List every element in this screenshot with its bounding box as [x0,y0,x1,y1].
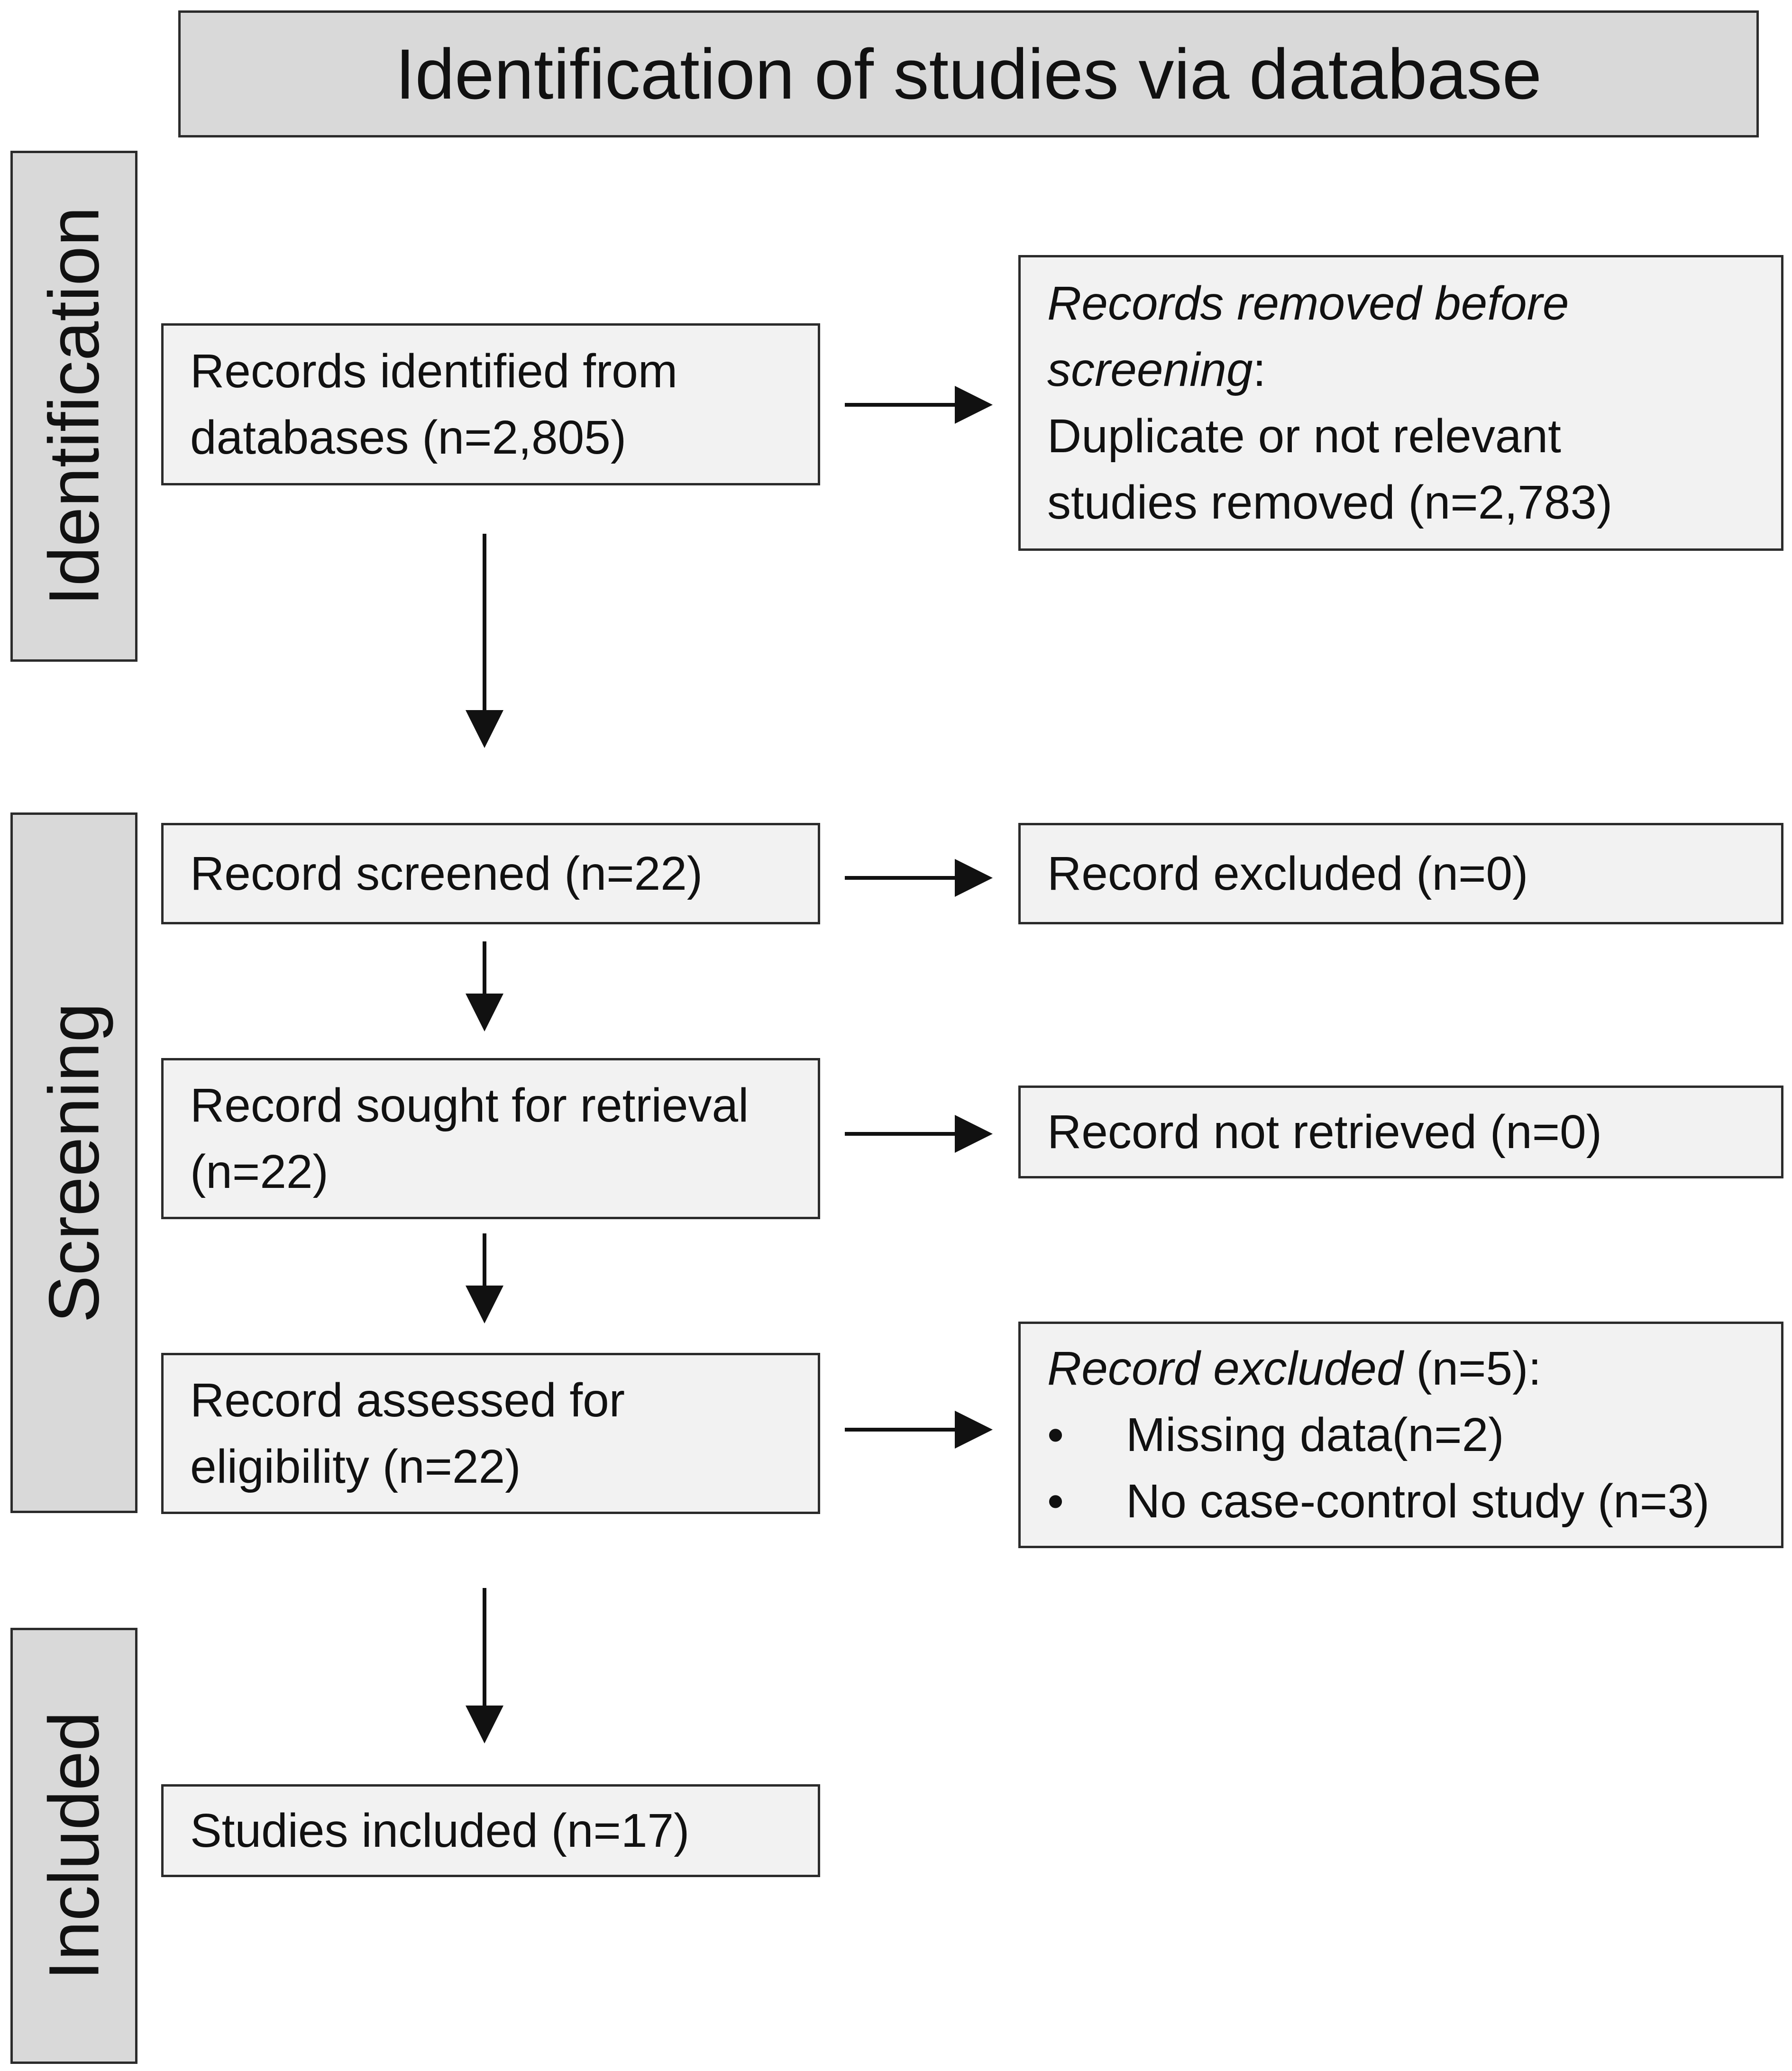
exclusion-reason-item: • No case-control study (n=3) [1047,1468,1755,1534]
exclusion-reason-no-case-control: No case-control study (n=3) [1126,1475,1710,1528]
bullet-icon: • [1047,1475,1064,1528]
box-record-not-retrieved: Record not retrieved (n=0) [1018,1086,1783,1178]
box-record-excluded-eligibility: Record excluded (n=5): • Missing data(n=2… [1018,1322,1783,1548]
record-excluded-screen-text: Record excluded (n=0) [1047,847,1528,900]
box-record-excluded-screen: Record excluded (n=0) [1018,823,1783,924]
records-removed-line4: studies removed (n=2,783) [1047,476,1613,529]
record-excluded-eligibility-heading-rest: (n=5): [1403,1342,1542,1395]
box-record-sought: Record sought for retrieval (n=22) [161,1058,820,1219]
record-sought-line2: (n=22) [190,1145,329,1198]
studies-included-text: Studies included (n=17) [190,1804,690,1857]
records-removed-heading-italic: screening [1047,343,1253,396]
record-assessed-line1: Record assessed for [190,1374,625,1427]
diagram-title: Identification of studies via database [178,10,1759,137]
record-sought-line1: Record sought for retrieval [190,1079,749,1132]
record-excluded-eligibility-heading-italic: Record excluded [1047,1342,1403,1395]
stage-screening: Screening [10,812,137,1513]
exclusion-reason-missing-data: Missing data(n=2) [1126,1408,1504,1461]
record-excluded-eligibility-heading: Record excluded (n=5): [1047,1335,1755,1402]
box-records-identified: Records identified from databases (n=2,8… [161,323,820,485]
exclusion-reason-item: • Missing data(n=2) [1047,1402,1755,1468]
diagram-title-text: Identification of studies via database [395,34,1542,114]
bullet-icon: • [1047,1408,1064,1461]
records-identified-line1: Records identified from [190,345,678,398]
records-removed-line3: Duplicate or not relevant [1047,410,1561,463]
records-removed-heading-line2: screening: [1047,337,1755,403]
record-screened-text: Record screened (n=22) [190,847,703,900]
record-assessed-line2: eligibility (n=22) [190,1440,521,1493]
record-not-retrieved-text: Record not retrieved (n=0) [1047,1105,1602,1159]
box-studies-included: Studies included (n=17) [161,1784,820,1877]
records-removed-heading-line1: Records removed before [1047,277,1569,330]
box-records-removed: Records removed before screening: Duplic… [1018,255,1783,551]
stage-identification: Identification [10,151,137,662]
box-record-assessed: Record assessed for eligibility (n=22) [161,1353,820,1514]
records-removed-heading-colon: : [1253,343,1266,396]
records-identified-line2: databases (n=2,805) [190,411,627,464]
stage-included: Included [10,1628,137,2064]
box-record-screened: Record screened (n=22) [161,823,820,924]
